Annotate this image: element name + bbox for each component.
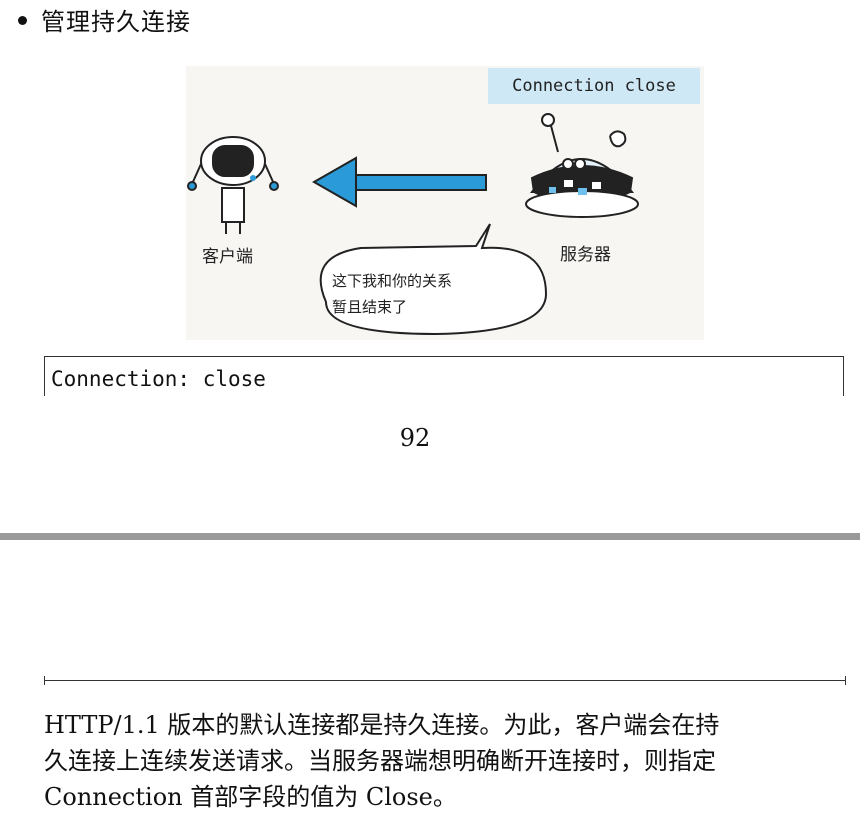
client-robot-icon [187,136,279,234]
speech-text: 这下我和你的关系 暂且结束了 [332,268,512,320]
bullet-icon [18,16,27,25]
page-divider [0,533,860,540]
illustration-figure: Connection close 客户端 服务器 这下我和你的关系 暂且结束了 [186,66,704,340]
speech-bubble-icon [319,223,548,336]
page-number: 92 [399,424,431,452]
speech-line: 暂且结束了 [332,298,408,316]
illustration-drawing [187,113,639,336]
rule-tick-left [44,676,45,685]
arrow-left-icon [311,156,487,208]
code-block: Connection: close [44,356,844,396]
section-heading: 管理持久连接 [18,2,191,36]
horizontal-rule [44,680,846,681]
speech-line: 这下我和你的关系 [332,272,453,290]
client-label: 客户端 [202,247,253,267]
heading-text: 管理持久连接 [41,7,191,36]
body-paragraph: HTTP/1.1 版本的默认连接都是持久连接。为此，客户端会在持 久连接上连续发… [44,707,856,815]
rule-tick-right [845,676,846,685]
paragraph-line: HTTP/1.1 版本的默认连接都是持久连接。为此，客户端会在持 [44,711,720,739]
paragraph-line: Connection 首部字段的值为 Close。 [44,783,457,811]
connection-close-tag: Connection close [488,68,700,104]
code-line: Connection: close [51,367,266,391]
server-label: 服务器 [560,245,611,265]
server-robot-icon [525,113,639,218]
paragraph-line: 久连接上连续发送请求。当服务器端想明确断开连接时，则指定 [44,747,716,775]
